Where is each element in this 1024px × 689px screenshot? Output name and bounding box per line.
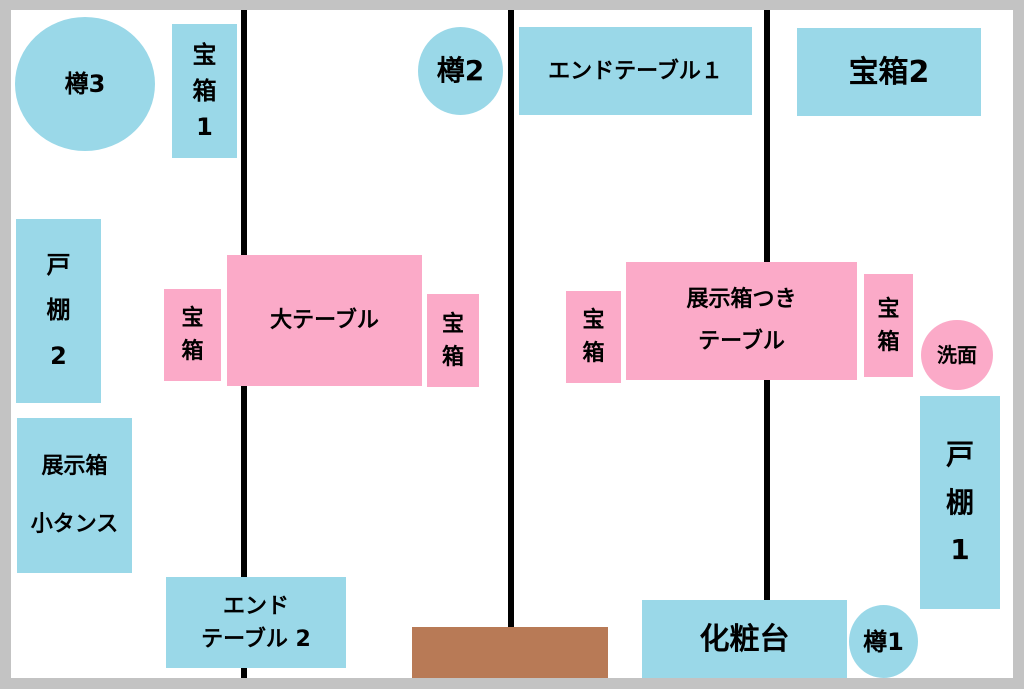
end-table-1[interactable]: エンドテーブル１ — [519, 27, 752, 115]
chest-left-a[interactable]: 宝 箱 — [164, 289, 221, 381]
display-table-label: 展示箱つき テーブル — [686, 287, 797, 354]
big-table[interactable]: 大テーブル — [227, 255, 422, 386]
chest-left-b[interactable]: 宝 箱 — [427, 294, 479, 387]
barrel-2[interactable]: 樽2 — [418, 27, 503, 115]
end-table-1-label: エンドテーブル１ — [548, 58, 723, 84]
chest-left-b-label: 宝 箱 — [441, 311, 464, 370]
display-dresser[interactable]: 展示箱 小タンス — [17, 418, 132, 573]
cupboard-2[interactable]: 戸 棚 2 — [16, 219, 101, 403]
end-table-2[interactable]: エンド テーブル 2 — [166, 577, 346, 668]
cupboard-2-label: 戸 棚 2 — [46, 250, 71, 370]
cupboard-1-label: 戸 棚 1 — [945, 438, 974, 567]
end-table-2-label: エンド テーブル 2 — [201, 593, 311, 652]
vanity-label: 化粧台 — [699, 621, 790, 657]
display-table[interactable]: 展示箱つき テーブル — [626, 262, 857, 380]
barrel-1-label: 樽1 — [863, 627, 904, 656]
wall-center — [508, 10, 514, 628]
display-dresser-label: 展示箱 小タンス — [30, 454, 119, 537]
chest-right-b-label: 宝 箱 — [877, 296, 900, 355]
chest-right-b[interactable]: 宝 箱 — [864, 274, 913, 377]
barrel-3-label: 樽3 — [64, 70, 106, 98]
barrel-3[interactable]: 樽3 — [15, 17, 155, 151]
barrel-2-label: 樽2 — [436, 54, 485, 87]
cupboard-1[interactable]: 戸 棚 1 — [920, 396, 1000, 609]
rug — [412, 627, 608, 678]
washbasin-label: 洗面 — [937, 343, 977, 367]
chest-1[interactable]: 宝 箱 1 — [172, 24, 237, 158]
washbasin[interactable]: 洗面 — [921, 320, 993, 390]
chest-1-label: 宝 箱 1 — [192, 41, 217, 141]
chest-right-a-label: 宝 箱 — [582, 308, 605, 366]
chest-2-label: 宝箱2 — [848, 54, 930, 90]
chest-right-a[interactable]: 宝 箱 — [566, 291, 621, 383]
big-table-label: 大テーブル — [270, 308, 379, 333]
chest-2[interactable]: 宝箱2 — [797, 28, 981, 116]
chest-left-a-label: 宝 箱 — [181, 306, 204, 364]
vanity[interactable]: 化粧台 — [642, 600, 847, 678]
barrel-1[interactable]: 樽1 — [849, 605, 918, 678]
